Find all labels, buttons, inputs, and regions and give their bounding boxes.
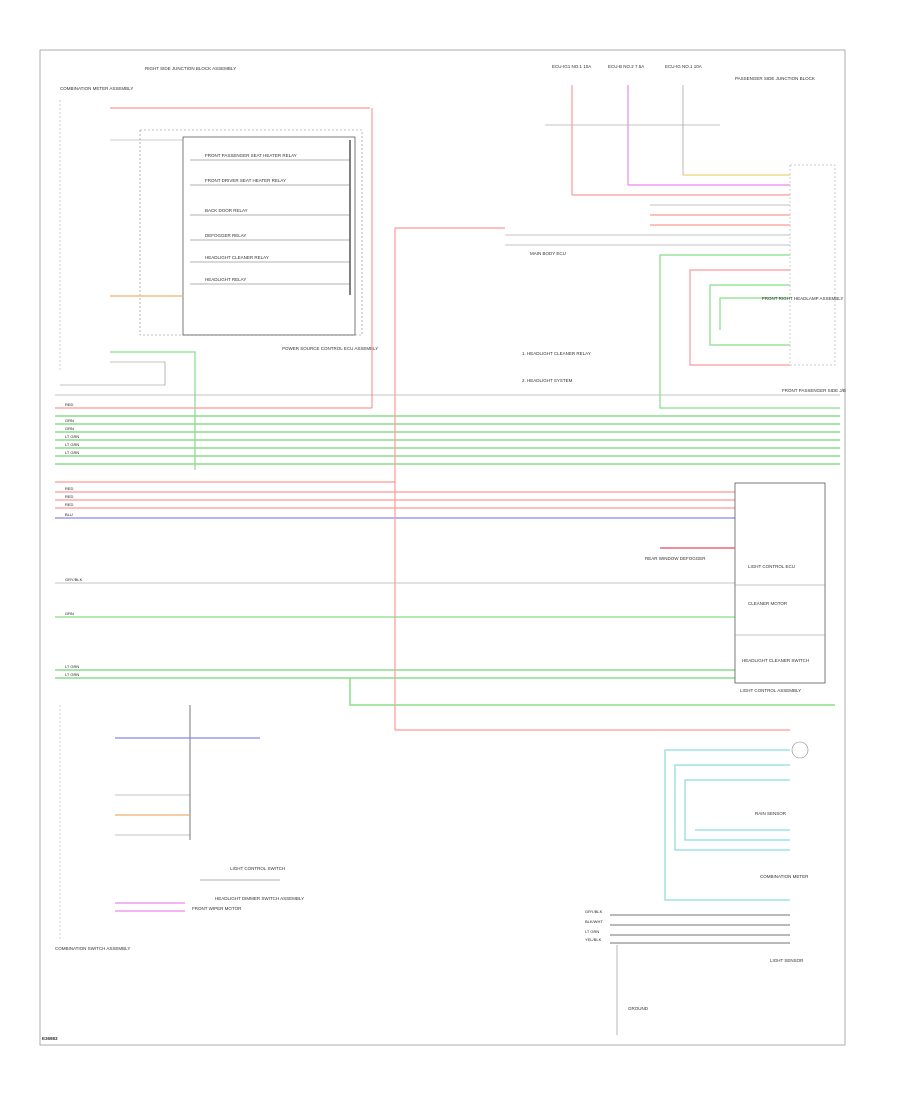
side-labels: GRY/BLK BLK/WHT LT GRN YEL/BLK — [585, 909, 603, 942]
wire-label-7: RED — [65, 486, 74, 491]
footer-code: E36983 — [42, 1036, 58, 1041]
wire-label-3: GRN — [65, 426, 74, 431]
relay-label-2: FRONT DRIVER SEAT HEATER RELAY — [205, 178, 286, 183]
headlamp-dimmer-label: HEADLIGHT DIMMER SWITCH ASSEMBLY — [215, 896, 304, 901]
relay-label-5: HEADLIGHT CLEANER RELAY — [205, 255, 269, 260]
center-notes: 1. HEADLIGHT CLEANER RELAY 2. HEADLIGHT … — [522, 251, 591, 383]
passenger-jb-label: PASSENGER SIDE JUNCTION BLOCK — [735, 76, 815, 81]
fuse-area: ECU-IG1 NO.1 10A ECU-B NO.2 7.5A ECU-IG … — [505, 64, 836, 366]
cleaner-motor-label: CLEANER MOTOR — [748, 601, 788, 606]
wire-label-11: GRY/BLK — [65, 577, 83, 582]
side-label-1: GRY/BLK — [585, 909, 603, 914]
wire-label-1: RED — [65, 402, 74, 407]
fuse-label-2: ECU-B NO.2 7.5A — [608, 64, 644, 69]
rear-window-defogger-label: REAR WINDOW DEFOGGER — [645, 556, 706, 561]
light-control-assembly-label: LIGHT CONTROL ASSEMBLY — [740, 688, 801, 693]
light-sensor-label: LIGHT SENSOR — [770, 958, 804, 963]
right-headlamp-label: FRONT RIGHT HEADLAMP ASSEMBLY — [762, 296, 843, 301]
combination-switch-label: COMBINATION SWITCH ASSEMBLY — [55, 946, 130, 951]
front-wiper-label: FRONT WIPER MOTOR — [192, 906, 242, 911]
wire-label-6: LT GRN — [65, 450, 79, 455]
headlight-system-note: 2. HEADLIGHT SYSTEM — [522, 378, 573, 383]
junction-block-header: RIGHT SIDE JUNCTION BLOCK ASSEMBLY — [145, 66, 236, 71]
passenger-jb-box — [789, 164, 836, 366]
light-control-switch: LIGHT CONTROL SWITCH HEADLIGHT DIMMER SW… — [55, 705, 304, 951]
wire-label-13: LT GRN — [65, 664, 79, 669]
headlight-cleaner-switch-label: HEADLIGHT CLEANER SWITCH — [742, 658, 809, 663]
headlight-cleaner-note: 1. HEADLIGHT CLEANER RELAY — [522, 351, 591, 356]
front-passenger-jb-label: FRONT PASSENGER SIDE J/B — [782, 388, 846, 393]
power-source-ecu-label: POWER SOURCE CONTROL ECU ASSEMBLY — [282, 346, 378, 351]
wire-label-14: LT GRN — [65, 672, 79, 677]
relay-label-4: DEFOGGER RELAY — [205, 233, 246, 238]
main-wire-bus — [55, 227, 840, 731]
power-source-ecu-box — [182, 136, 356, 336]
fuse-label-3: ECU-IG NO.1 10A — [665, 64, 702, 69]
wire-label-4: LT GRN — [65, 434, 79, 439]
relay-label-1: FRONT PASSENGER SEAT HEATER RELAY — [205, 153, 297, 158]
wire-label-5: LT GRN — [65, 442, 79, 447]
combination-meter-right-label: COMBINATION METER — [760, 874, 809, 879]
wire-label-8: RED — [65, 494, 74, 499]
top-left-junction: COMBINATION METER ASSEMBLY RIGHT SIDE JU… — [59, 66, 378, 408]
combination-meter-label: COMBINATION METER ASSEMBLY — [60, 86, 133, 91]
light-control-ecu-label: LIGHT CONTROL ECU — [748, 564, 795, 569]
relay-label-3: BACK DOOR RELAY — [205, 208, 248, 213]
side-label-4: YEL/BLK — [585, 937, 602, 942]
diagram-border — [39, 49, 846, 1046]
ecu-relays: FRONT PASSENGER SEAT HEATER RELAY FRONT … — [190, 153, 350, 285]
wire-label-9: RED — [65, 502, 74, 507]
wire-label-10: BLU — [65, 512, 73, 517]
rain-sensor-label: RAIN SENSOR — [755, 811, 787, 816]
junction-block-box — [139, 129, 363, 336]
side-label-3: LT GRN — [585, 929, 599, 934]
wire-label-2: GRN — [65, 418, 74, 423]
fuse-label-1: ECU-IG1 NO.1 10A — [552, 64, 591, 69]
side-label-2: BLK/WHT — [585, 919, 603, 924]
green-loop-right: FRONT RIGHT HEADLAMP ASSEMBLY FRONT PASS… — [659, 254, 846, 409]
green-loop-top-left — [60, 351, 196, 470]
lower-right-sensors: RAIN SENSOR COMBINATION METER LIGHT SENS… — [610, 741, 809, 1035]
relay-label-6: HEADLIGHT RELAY — [205, 277, 246, 282]
ground-label: GROUND — [628, 1006, 649, 1011]
wire-label-12: GRN — [65, 611, 74, 616]
main-body-ecu-label: MAIN BODY ECU — [530, 251, 566, 256]
wire-labels-left: RED GRN GRN LT GRN LT GRN LT GRN RED RED… — [65, 402, 83, 677]
light-control-switch-label: LIGHT CONTROL SWITCH — [230, 866, 285, 871]
light-control-assembly: LIGHT CONTROL ECU CLEANER MOTOR HEADLIGH… — [645, 482, 826, 693]
